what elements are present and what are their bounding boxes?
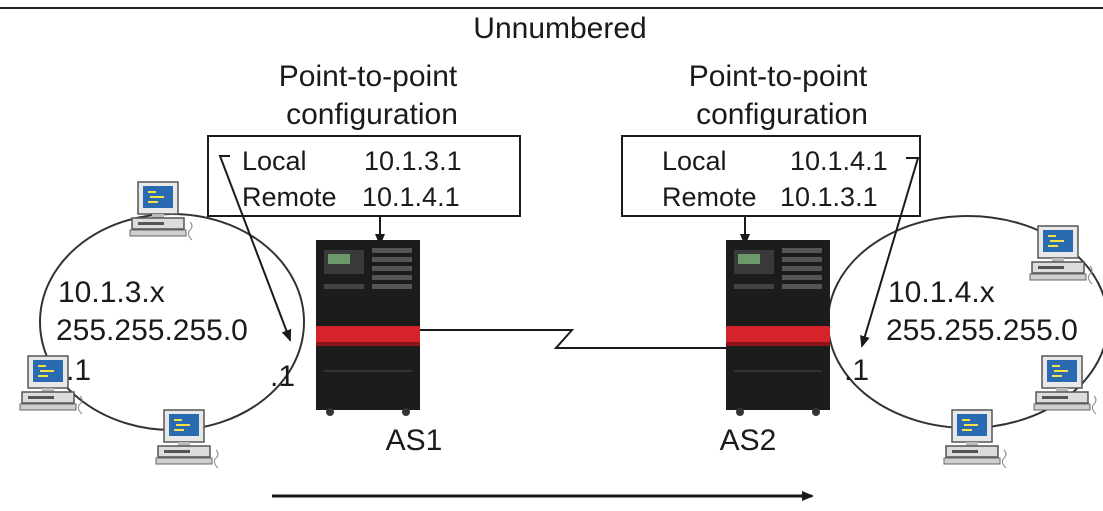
- right-router-name: AS2: [720, 424, 777, 457]
- computer-icon: [129, 181, 193, 241]
- computer-icon: [943, 409, 1007, 469]
- left-caption-line2: configuration: [286, 98, 458, 131]
- right-local-label: Local: [662, 146, 727, 176]
- left-host-suffix: .1: [66, 354, 91, 387]
- left-network-mask: 255.255.255.0: [56, 314, 248, 347]
- right-remote-value: 10.1.3.1: [780, 182, 878, 212]
- computer-icon: [155, 409, 219, 469]
- right-remote-label: Remote: [662, 182, 757, 212]
- left-router-name: AS1: [386, 424, 443, 457]
- server-as1-icon: [316, 240, 420, 416]
- right-config-box: [621, 135, 921, 217]
- server-as2-icon: [726, 240, 830, 416]
- computer-icon: [1033, 355, 1097, 415]
- diagram-title: Unnumbered: [473, 12, 646, 45]
- left-local-value: 10.1.3.1: [364, 146, 462, 176]
- right-caption-line1: Point-to-point: [689, 60, 868, 93]
- right-local-value: 10.1.4.1: [790, 146, 888, 176]
- left-local-connector: [218, 155, 292, 342]
- right-local-connector: [860, 157, 920, 348]
- right-network-mask: 255.255.255.0: [886, 314, 1078, 347]
- left-caption-line1: Point-to-point: [279, 60, 458, 93]
- computer-icon: [1029, 225, 1093, 285]
- right-network-address: 10.1.4.x: [888, 276, 995, 309]
- left-config-box: [207, 135, 521, 217]
- right-interface-suffix: .1: [844, 354, 869, 387]
- left-network-address: 10.1.3.x: [58, 276, 165, 309]
- point-to-point-link: [420, 329, 736, 349]
- left-remote-value: 10.1.4.1: [362, 182, 460, 212]
- right-caption-line2: configuration: [696, 98, 868, 131]
- left-remote-label: Remote: [242, 182, 337, 212]
- left-interface-suffix: .1: [270, 360, 295, 393]
- left-local-label: Local: [242, 146, 307, 176]
